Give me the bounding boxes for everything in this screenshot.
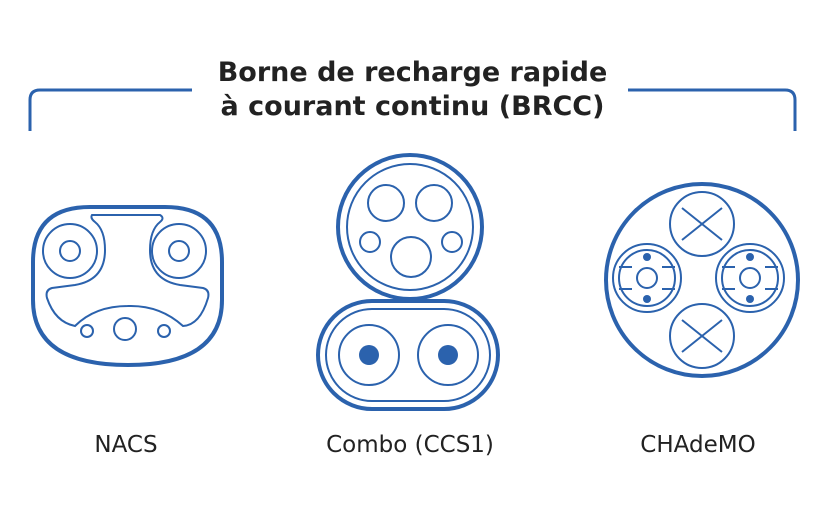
title-line-2: à courant continu (BRCC) [220, 91, 605, 122]
nacs-connector-icon [31, 205, 224, 368]
label-ccs1: Combo (CCS1) [326, 432, 494, 458]
bracket [28, 88, 797, 131]
ccs1-connector-icon [316, 153, 500, 411]
label-nacs: NACS [94, 432, 158, 458]
title-line-1: Borne de recharge rapide [217, 57, 608, 88]
label-chademo: CHAdeMO [640, 432, 756, 458]
chademo-connector-icon [604, 182, 800, 378]
